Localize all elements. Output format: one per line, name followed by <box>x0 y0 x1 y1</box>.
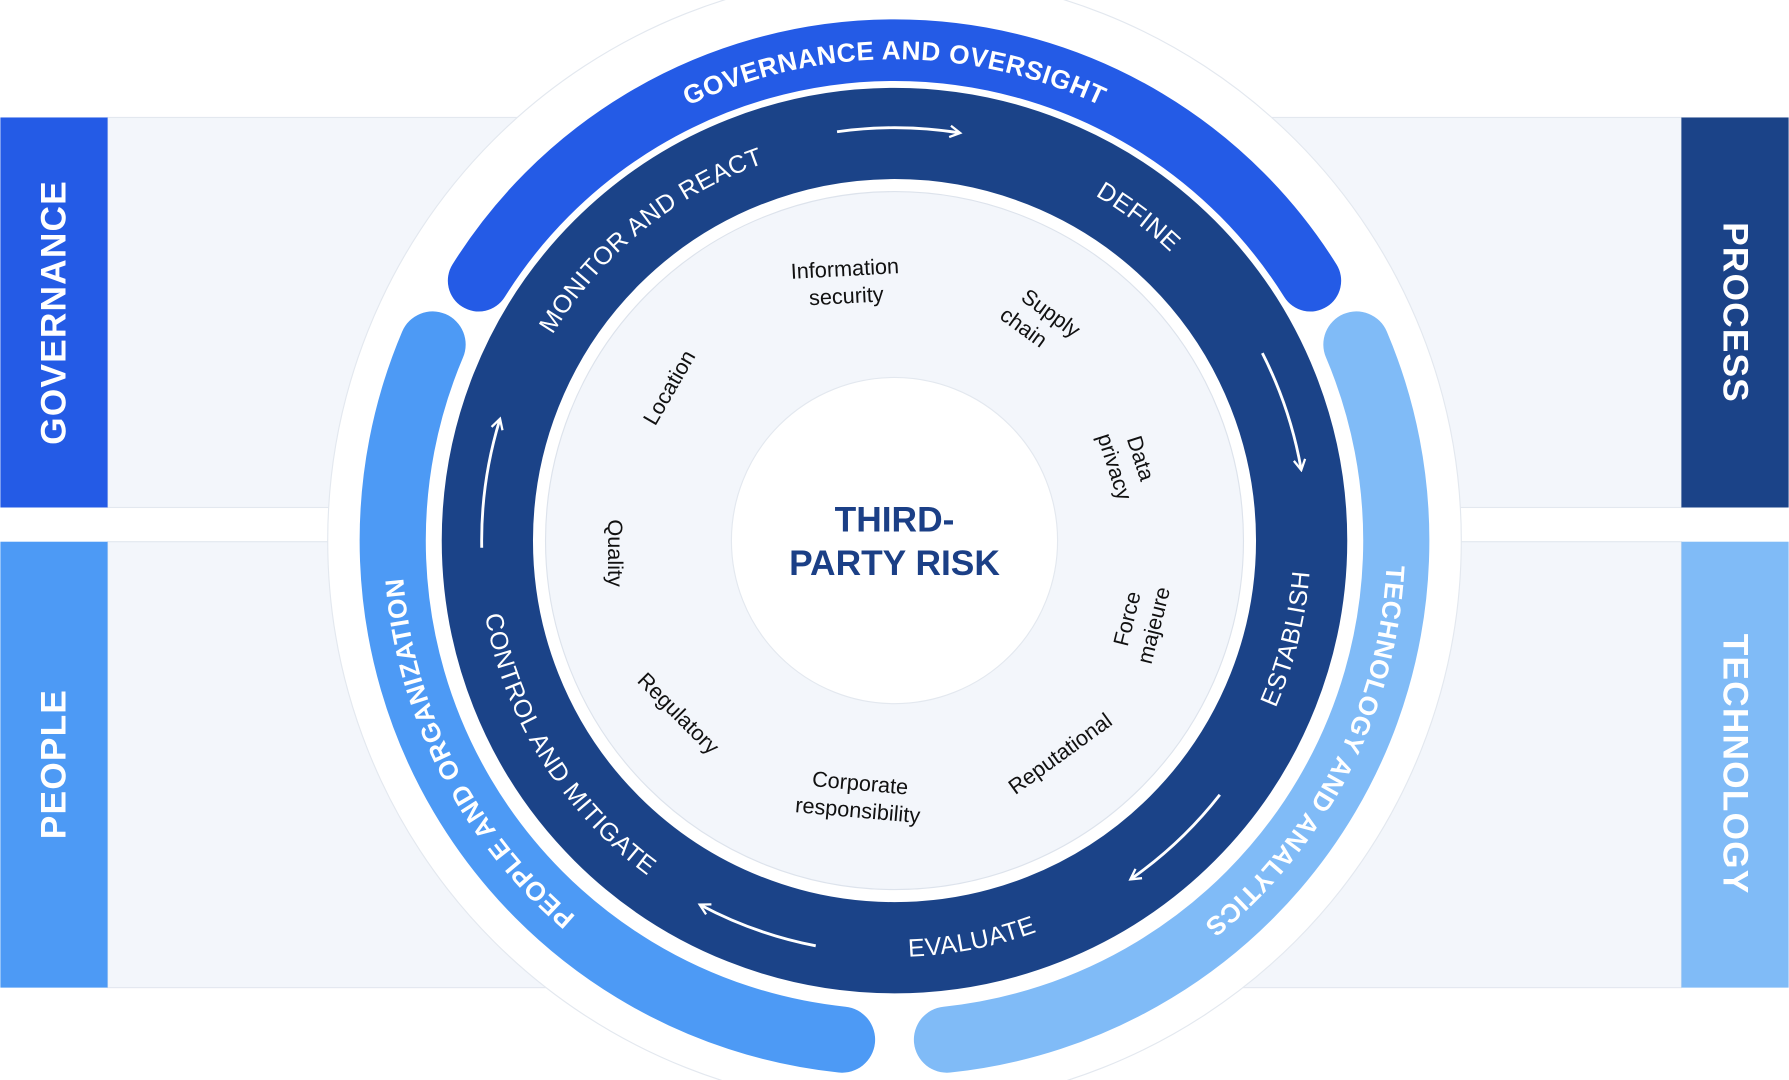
technology-arc <box>913 311 1430 1073</box>
box-label-technology: TECHNOLOGY <box>1716 634 1755 895</box>
risk-information-security: Informationsecurity <box>790 253 901 311</box>
box-label-people: PEOPLE <box>34 689 73 839</box>
risk-corporate-responsibility: Corporateresponsibility <box>794 765 923 828</box>
box-governance <box>0 117 108 508</box>
cycle-arrow-icon <box>1261 352 1301 469</box>
center-title-line1: THIRD- <box>835 500 955 539</box>
cycle-arrow-icon <box>480 420 500 548</box>
center-title-line2: PARTY RISK <box>789 544 1000 583</box>
cycle-arrow-icon <box>1131 793 1221 879</box>
center-circle <box>730 376 1059 705</box>
people-arc <box>359 311 876 1073</box>
process-ring <box>441 87 1348 994</box>
risk-quality: Quality <box>603 519 628 587</box>
box-process <box>1681 117 1789 508</box>
governance-arc <box>447 19 1342 312</box>
cycle-arrow-icon <box>701 905 817 948</box>
cycle-arrow-icon <box>836 128 959 133</box>
box-technology <box>1681 541 1789 988</box>
box-people <box>0 541 108 988</box>
box-label-governance: GOVERNANCE <box>34 180 73 445</box>
box-label-process: PROCESS <box>1716 222 1755 403</box>
